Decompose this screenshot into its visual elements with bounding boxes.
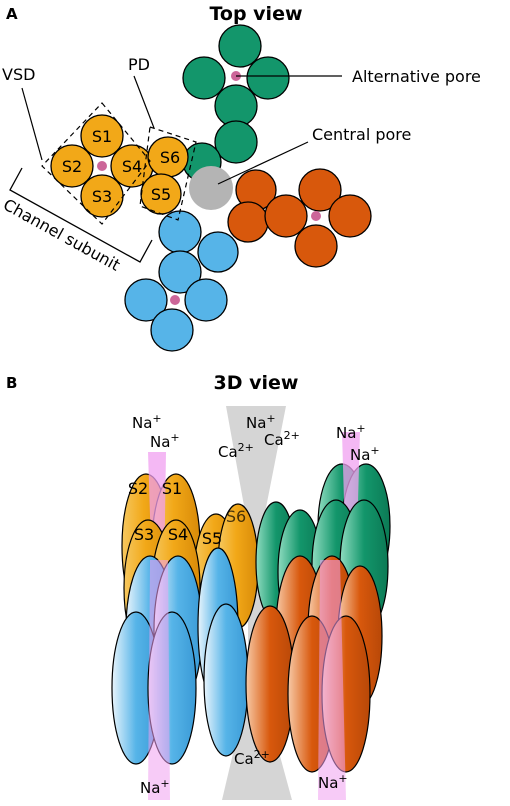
- na-top-left-2: Na+: [150, 431, 180, 451]
- pd-callout-line: [133, 75, 155, 129]
- side-s2-label: S2: [128, 479, 148, 498]
- top-s1-label: S1: [92, 127, 112, 146]
- panel-a-letter: A: [6, 5, 18, 23]
- green-subunit: [182, 24, 290, 182]
- central-pore-label: Central pore: [312, 125, 411, 144]
- ca-top-center-1: Ca2+: [218, 441, 254, 461]
- central-pore-circle: [189, 166, 233, 210]
- blue-subunit: [124, 210, 239, 352]
- ca-bottom-center: Ca2+: [234, 748, 270, 768]
- side-s6-label: S6: [226, 507, 246, 526]
- vsd-label: VSD: [2, 65, 35, 84]
- side-s3-label: S3: [134, 525, 154, 544]
- panel-b-letter: B: [6, 374, 17, 392]
- na-bottom-right: Na+: [318, 772, 348, 792]
- orange-alternative-pore-dot: [311, 211, 321, 221]
- ca-top-center-2: Ca2+: [264, 429, 300, 449]
- blue-alternative-pore-dot: [170, 295, 180, 305]
- alternative-pore-label: Alternative pore: [352, 67, 481, 86]
- central-pore-callout-line: [217, 141, 309, 185]
- vsd-callout-line: [21, 87, 43, 161]
- side-s1-label: S1: [162, 479, 182, 498]
- side-s4-label: S4: [168, 525, 188, 544]
- vsd-pore-dot: [97, 161, 107, 171]
- top-s2-label: S2: [62, 157, 82, 176]
- na-top-left-1: Na+: [132, 412, 162, 432]
- top-s6-label: S6: [160, 148, 180, 167]
- vsd-dashed-box: [41, 102, 151, 225]
- panel-a-title: Top view: [209, 3, 302, 25]
- pd-label: PD: [128, 55, 150, 74]
- channel-subunit-bracket: [9, 167, 153, 263]
- calcium-path: [222, 406, 292, 800]
- na-bottom-left: Na+: [140, 777, 170, 797]
- na-top-right-2: Na+: [350, 444, 380, 464]
- top-s3-label: S3: [92, 187, 112, 206]
- na-top-center: Na+: [246, 412, 276, 432]
- sodium-path-left-lower: [148, 560, 170, 800]
- panel-b-title: 3D view: [214, 372, 299, 394]
- orange-subunit: [227, 168, 372, 268]
- sodium-path-right-lower: [318, 560, 346, 800]
- side-s5-label: S5: [202, 529, 222, 548]
- top-s5-label: S5: [151, 185, 171, 204]
- blue-helices: [111, 547, 249, 765]
- na-top-right-1: Na+: [336, 422, 366, 442]
- pd-dashed-box: [139, 126, 197, 221]
- red-helices: [245, 555, 383, 773]
- top-s4-label: S4: [122, 157, 142, 176]
- yellow-subunit: [50, 114, 189, 218]
